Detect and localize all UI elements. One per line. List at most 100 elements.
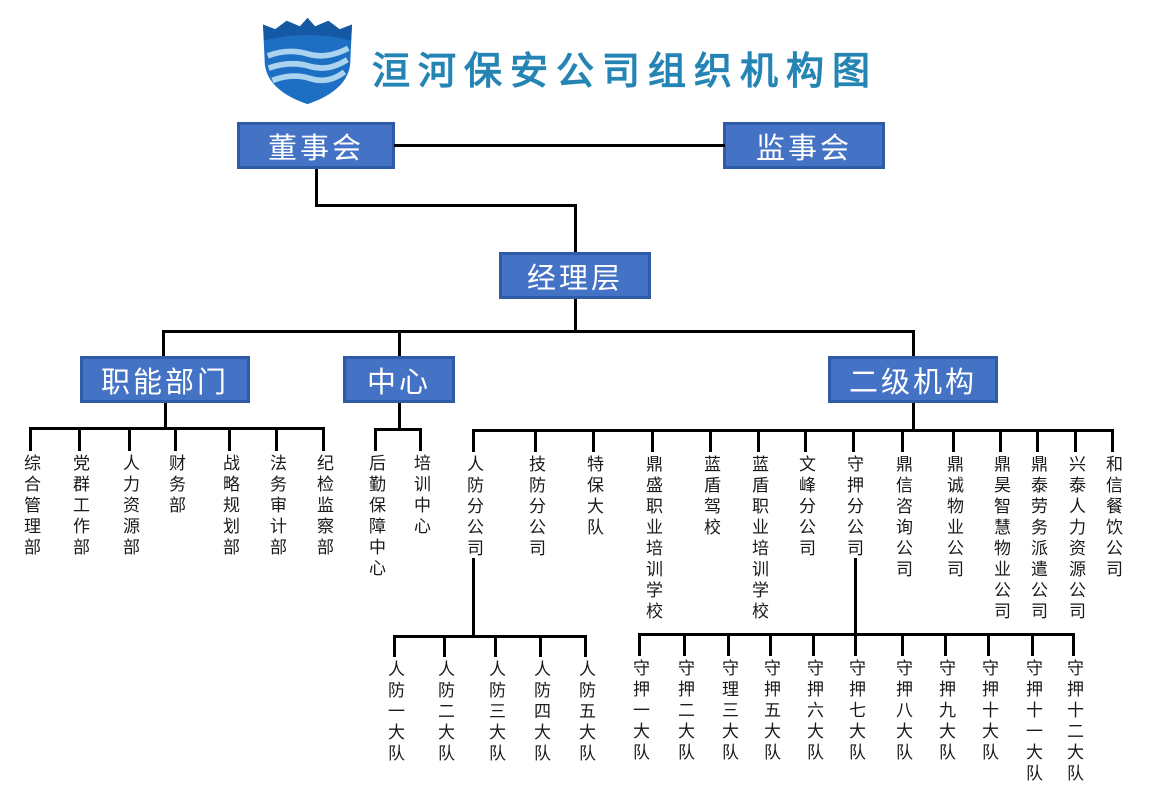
connector-vline [911, 331, 915, 356]
connector-vline [998, 430, 1002, 452]
connector-vline [637, 634, 641, 656]
connector-vline [583, 636, 587, 657]
secondary-unit-leaf: 和信餐饮公司 [1102, 455, 1122, 581]
secondary-unit-leaf: 蓝盾驾校 [700, 455, 720, 539]
secondary-unit-leaf: 鼎昊智慧物业公司 [990, 455, 1010, 623]
company-shield-logo [262, 17, 353, 105]
secondary-unit-leaf: 兴泰人力资源公司 [1065, 455, 1085, 623]
connector-vline [397, 403, 401, 429]
shouya-team-leaf: 守押二大队 [674, 659, 694, 764]
connector-vline [1071, 634, 1075, 656]
connector-hline [314, 203, 577, 207]
node-functional-departments: 职能部门 [80, 356, 250, 403]
connector-vline [392, 636, 396, 657]
shouya-team-leaf: 守押九大队 [935, 659, 955, 764]
shouya-team-leaf: 守押十一大队 [1022, 659, 1042, 785]
connector-hline [393, 143, 725, 147]
connector-vline [28, 428, 32, 451]
connector-vline [803, 430, 807, 452]
connector-vline [1110, 430, 1114, 452]
connector-vline [900, 634, 904, 656]
connector-vline [573, 205, 577, 252]
connector-vline [900, 430, 904, 452]
connector-vline [756, 430, 760, 452]
secondary-unit-leaf: 鼎信咨询公司 [892, 455, 912, 581]
functional-dept-leaf: 人力资源部 [119, 454, 139, 559]
functional-dept-leaf: 财务部 [165, 454, 185, 517]
connector-vline [321, 428, 325, 451]
connector-vline [127, 428, 131, 451]
shouya-team-leaf: 守押十大队 [978, 659, 998, 764]
secondary-unit-leaf: 蓝盾职业培训学校 [748, 455, 768, 623]
connector-vline [851, 430, 855, 452]
connector-vline [77, 428, 81, 451]
renfang-team-leaf: 人防四大队 [530, 660, 550, 765]
shouya-team-leaf: 守押六大队 [803, 659, 823, 764]
connector-vline [1073, 430, 1077, 452]
connector-vline [538, 636, 542, 657]
connector-vline [227, 428, 231, 451]
connector-vline [682, 634, 686, 656]
connector-vline [493, 636, 497, 657]
secondary-unit-leaf: 鼎盛职业培训学校 [642, 455, 662, 623]
functional-dept-leaf: 战略规划部 [219, 454, 239, 559]
connector-vline [853, 558, 857, 634]
connector-vline [1030, 634, 1034, 656]
shouya-team-leaf: 守押八大队 [892, 659, 912, 764]
secondary-unit-leaf: 特保大队 [583, 455, 603, 539]
connector-vline [397, 331, 401, 356]
node-secondary-institutions: 二级机构 [828, 356, 998, 403]
renfang-team-leaf: 人防五大队 [575, 660, 595, 765]
center-unit-leaf: 培训中心 [410, 454, 430, 538]
node-management: 经理层 [499, 252, 651, 299]
shouya-team-leaf: 守押七大队 [845, 659, 865, 764]
connector-hline [471, 428, 1114, 432]
connector-vline [573, 299, 577, 331]
center-unit-leaf: 后勤保障中心 [365, 454, 385, 580]
connector-vline [726, 634, 730, 656]
shouya-team-leaf: 守押十二大队 [1063, 659, 1083, 785]
connector-vline [911, 403, 915, 430]
connector-vline [1035, 430, 1039, 452]
connector-vline [274, 428, 278, 451]
functional-dept-leaf: 党群工作部 [69, 454, 89, 559]
shouya-team-leaf: 守押一大队 [629, 659, 649, 764]
connector-vline [943, 634, 947, 656]
node-supervisory: 监事会 [723, 122, 885, 169]
connector-hline [373, 427, 422, 431]
functional-dept-leaf: 法务审计部 [266, 454, 286, 559]
connector-vline [533, 430, 537, 452]
connector-vline [768, 634, 772, 656]
node-board: 董事会 [237, 122, 395, 169]
functional-dept-leaf: 纪检监察部 [313, 454, 333, 559]
connector-vline [811, 634, 815, 656]
connector-hline [161, 329, 915, 333]
connector-vline [418, 429, 422, 451]
shouya-team-leaf: 守理三大队 [718, 659, 738, 764]
functional-dept-leaf: 综合管理部 [20, 454, 40, 559]
connector-vline [591, 430, 595, 452]
connector-vline [161, 331, 165, 356]
connector-vline [650, 430, 654, 452]
connector-vline [708, 430, 712, 452]
page-title: 洹河保安公司组织机构图 [372, 51, 879, 93]
secondary-unit-leaf: 技防分公司 [525, 455, 545, 560]
renfang-team-leaf: 人防二大队 [434, 660, 454, 765]
connector-hline [392, 634, 587, 638]
connector-vline [442, 636, 446, 657]
secondary-unit-leaf: 鼎泰劳务派遣公司 [1027, 455, 1047, 623]
shouya-team-leaf: 守押五大队 [760, 659, 780, 764]
node-centers: 中心 [343, 356, 455, 403]
connector-vline [951, 430, 955, 452]
connector-vline [986, 634, 990, 656]
connector-hline [28, 426, 325, 430]
connector-vline [163, 403, 167, 428]
renfang-team-leaf: 人防一大队 [384, 660, 404, 765]
secondary-unit-leaf: 人防分公司 [463, 455, 483, 560]
connector-vline [314, 169, 318, 205]
connector-vline [471, 558, 475, 636]
connector-vline [373, 429, 377, 451]
secondary-unit-leaf: 鼎诚物业公司 [943, 455, 963, 581]
connector-vline [853, 634, 857, 656]
